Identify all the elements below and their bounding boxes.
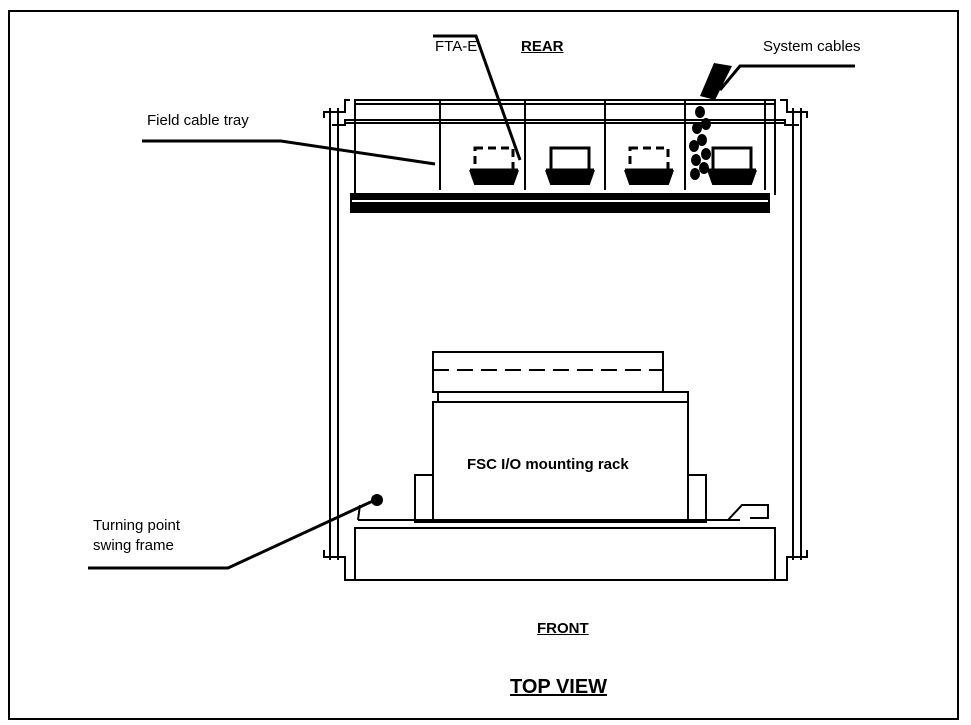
fta-modules	[469, 146, 757, 185]
mounting-rack-label: FSC I/O mounting rack	[467, 456, 629, 473]
leader-fta-e	[433, 34, 522, 161]
turning-point-label: Turning point swing frame	[93, 517, 180, 554]
front-door	[354, 527, 776, 581]
turning-point-marker	[371, 494, 383, 506]
front-label: FRONT	[537, 620, 589, 637]
cabinet-outline	[323, 99, 808, 581]
fta-dividers	[439, 100, 766, 190]
rear-door	[344, 99, 786, 195]
leader-turning-point	[88, 498, 376, 570]
leader-system-cables	[718, 64, 855, 91]
rear-label: REAR	[521, 38, 564, 55]
fta-e-label: FTA-E	[435, 38, 478, 55]
field-cable-tray-label: Field cable tray	[147, 112, 249, 129]
cable-tray-bar	[350, 193, 770, 213]
leader-field-cable-tray	[142, 139, 436, 166]
fta-module-4	[707, 146, 757, 185]
system-cables-label: System cables	[763, 38, 861, 55]
fta-module-3	[624, 146, 674, 185]
system-cables-bundle	[689, 106, 711, 180]
fta-module-1	[469, 146, 519, 185]
diagram-frame	[8, 10, 959, 720]
view-title: TOP VIEW	[510, 676, 608, 698]
fta-module-2	[545, 146, 595, 185]
system-cables-arrow	[700, 63, 732, 100]
mounting-rack	[414, 351, 707, 523]
